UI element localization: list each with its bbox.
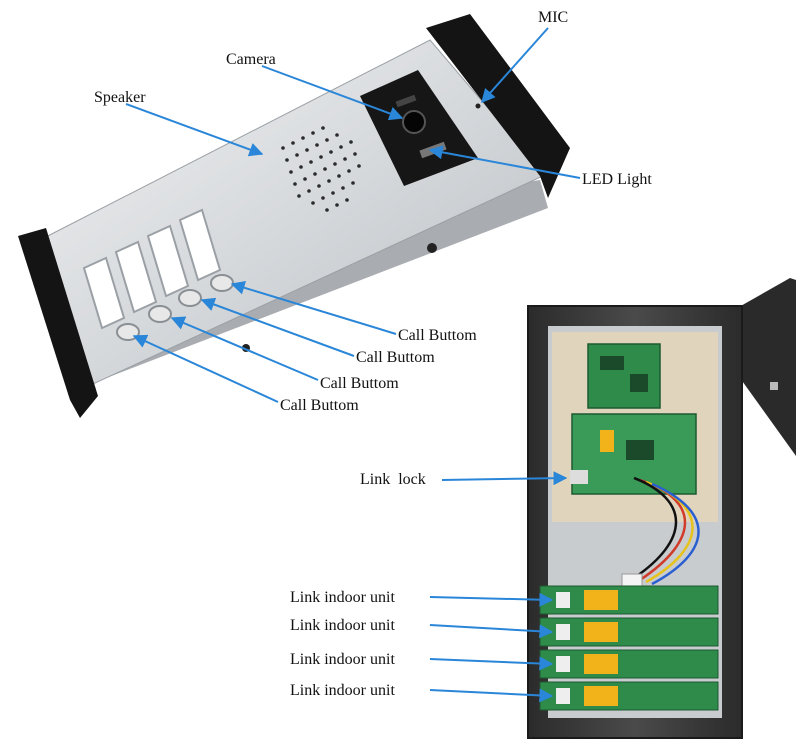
- right-end-cap: [426, 14, 570, 198]
- label-led-light: LED Light: [582, 171, 652, 188]
- arrow-camera: [261, 65, 404, 121]
- label-call-button-3: Call Buttom: [320, 375, 399, 392]
- label-camera: Camera: [226, 51, 276, 68]
- label-mic: MIC: [538, 9, 568, 26]
- arrow-indoor-2: [429, 624, 554, 639]
- arrow-indoor-3: [429, 656, 554, 671]
- label-link-indoor-unit-4: Link indoor unit: [290, 682, 395, 699]
- arrow-call-button-2: [200, 297, 355, 357]
- open-housing: [527, 278, 796, 739]
- arrow-led-light: [428, 145, 581, 179]
- label-call-button-1: Call Buttom: [398, 327, 477, 344]
- label-link-indoor-unit-1: Link indoor unit: [290, 589, 395, 606]
- callout-labels: MIC Camera Speaker LED Light Call Buttom…: [94, 9, 652, 699]
- door-station-panel: [18, 14, 570, 418]
- arrow-indoor-1: [429, 592, 554, 607]
- speaker-grille: [281, 126, 361, 212]
- label-call-button-4: Call Buttom: [280, 397, 359, 414]
- top-pcb: [587, 343, 661, 409]
- arrow-call-button-4: [132, 334, 279, 403]
- mic-hole: [475, 103, 481, 109]
- label-link-lock: Link lock: [360, 471, 426, 488]
- arrow-link-lock: [441, 471, 568, 486]
- label-link-indoor-unit-2: Link indoor unit: [290, 617, 395, 634]
- left-end-cap: [18, 228, 98, 418]
- label-call-button-2: Call Buttom: [356, 349, 435, 366]
- arrow-call-button-3: [170, 316, 319, 381]
- camera-lens: [402, 110, 426, 134]
- arrow-call-button-1: [230, 280, 397, 335]
- arrow-speaker: [125, 103, 264, 157]
- label-link-indoor-unit-3: Link indoor unit: [290, 651, 395, 668]
- callout-arrows: [125, 27, 581, 703]
- arrow-mic: [481, 27, 549, 104]
- link-lock-terminal: [570, 470, 588, 484]
- label-speaker: Speaker: [94, 89, 146, 106]
- arrow-indoor-4: [429, 688, 554, 703]
- name-card-windows: [82, 208, 222, 330]
